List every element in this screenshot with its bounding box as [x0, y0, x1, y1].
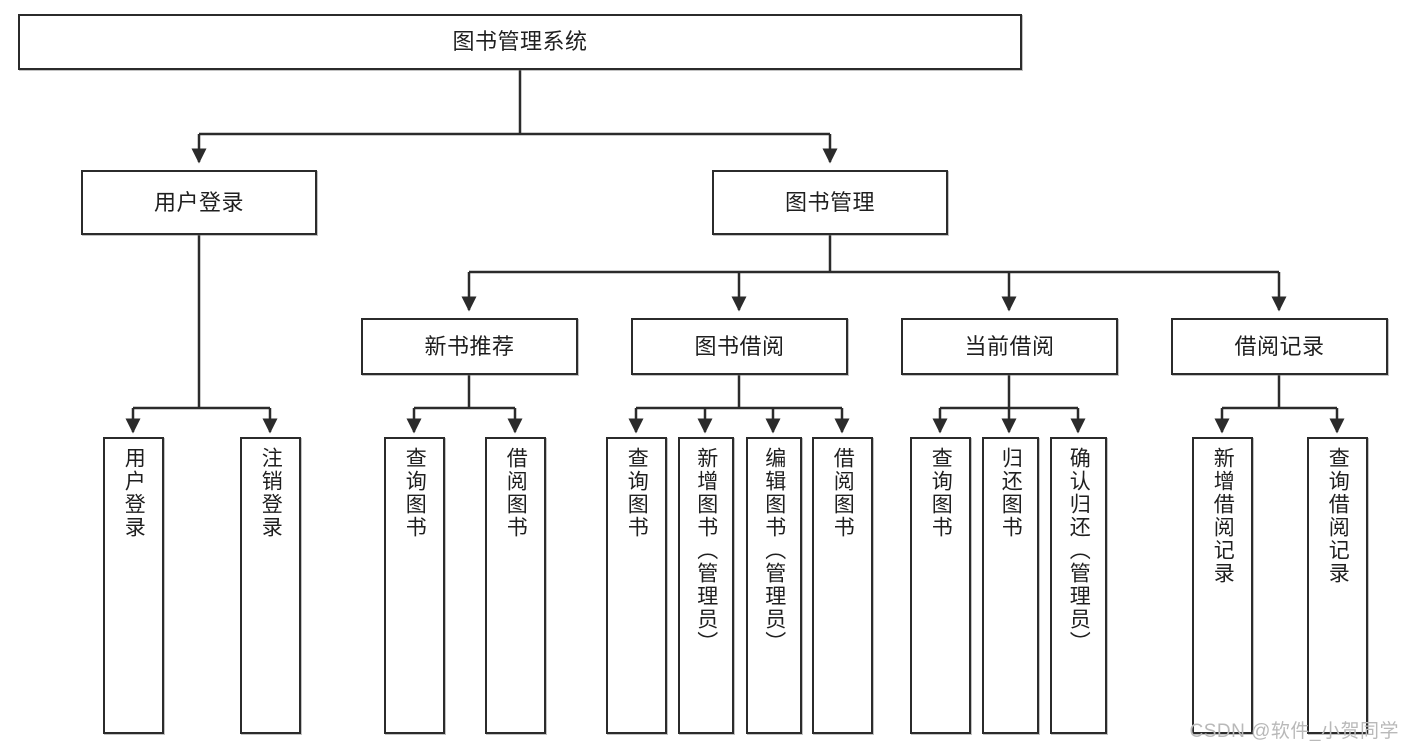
leaf-borrow-book[interactable]: 借阅图书: [812, 437, 873, 734]
leaf-label: 注销登录: [259, 447, 283, 539]
node-book-borrow[interactable]: 图书借阅: [631, 318, 848, 375]
leaf-label: 归还图书: [999, 447, 1023, 539]
leaf-query-book-recommend[interactable]: 查询图书: [384, 437, 445, 734]
leaf-label: 用户登录: [122, 447, 146, 539]
leaf-borrow-book-recommend[interactable]: 借阅图书: [485, 437, 546, 734]
leaf-label: 查询借阅记录: [1326, 447, 1350, 585]
leaf-label: 借阅图书: [831, 447, 855, 539]
leaf-label: 借阅图书: [504, 447, 528, 539]
leaf-confirm-return-admin[interactable]: 确认归还（管理员）: [1050, 437, 1107, 734]
leaf-query-book-current[interactable]: 查询图书: [910, 437, 971, 734]
leaf-query-book-borrow[interactable]: 查询图书: [606, 437, 667, 734]
node-root-book-management-system[interactable]: 图书管理系统: [18, 14, 1022, 70]
node-label: 当前借阅: [964, 333, 1055, 359]
node-new-book-recommend[interactable]: 新书推荐: [361, 318, 578, 375]
node-borrow-record[interactable]: 借阅记录: [1171, 318, 1388, 375]
node-label: 图书借阅: [694, 333, 785, 359]
leaf-label: 查询图书: [625, 447, 649, 539]
leaf-label: 新增借阅记录: [1211, 447, 1235, 585]
node-label: 新书推荐: [424, 333, 515, 359]
leaf-label: 确认归还（管理员）: [1067, 447, 1091, 654]
leaf-user-login[interactable]: 用户登录: [103, 437, 164, 734]
leaf-query-borrow-record[interactable]: 查询借阅记录: [1307, 437, 1368, 734]
node-label: 借阅记录: [1234, 333, 1325, 359]
leaf-label: 查询图书: [929, 447, 953, 539]
node-label: 图书管理系统: [452, 29, 588, 55]
leaf-label: 新增图书（管理员）: [694, 447, 718, 654]
leaf-logout[interactable]: 注销登录: [240, 437, 301, 734]
node-label: 图书管理: [784, 189, 875, 215]
leaf-add-book-admin[interactable]: 新增图书（管理员）: [678, 437, 734, 734]
leaf-return-book[interactable]: 归还图书: [982, 437, 1039, 734]
watermark: CSDN @软件_小贺同学: [1189, 721, 1399, 742]
node-book-management[interactable]: 图书管理: [712, 170, 948, 235]
leaf-label: 编辑图书（管理员）: [762, 447, 786, 654]
leaf-add-borrow-record[interactable]: 新增借阅记录: [1192, 437, 1253, 734]
node-label: 用户登录: [153, 189, 244, 215]
node-current-borrow[interactable]: 当前借阅: [901, 318, 1118, 375]
leaf-label: 查询图书: [403, 447, 427, 539]
leaf-edit-book-admin[interactable]: 编辑图书（管理员）: [746, 437, 802, 734]
node-user-login[interactable]: 用户登录: [81, 170, 317, 235]
